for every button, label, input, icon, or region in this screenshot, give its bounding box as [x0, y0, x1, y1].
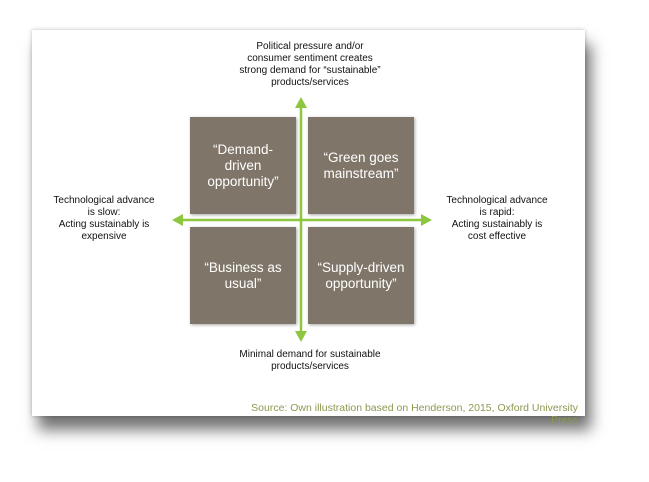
quadrant-label: “Green goes mainstream” [323, 149, 399, 181]
axis-label-top: Political pressure and/or consumer senti… [239, 41, 381, 88]
axis-label-bottom: Minimal demand for sustainable products/… [239, 349, 381, 372]
quadrant-label: “Supply-driven opportunity” [317, 259, 405, 291]
quadrant-supply-driven: “Supply-driven opportunity” [308, 227, 414, 324]
slide-panel [32, 30, 585, 416]
source-caption: Source: Own illustration based on Hender… [251, 402, 578, 426]
quadrant-demand-driven: “Demand- driven opportunity” [190, 117, 296, 214]
quadrant-green-mainstream: “Green goes mainstream” [308, 117, 414, 214]
axis-label-right: Technological advance is rapid: Acting s… [446, 195, 548, 242]
quadrant-label: “Demand- driven opportunity” [207, 141, 279, 189]
axis-label-left: Technological advance is slow: Acting su… [53, 195, 155, 242]
quadrant-label: “Business as usual” [204, 259, 282, 291]
quadrant-business-as-usual: “Business as usual” [190, 227, 296, 324]
